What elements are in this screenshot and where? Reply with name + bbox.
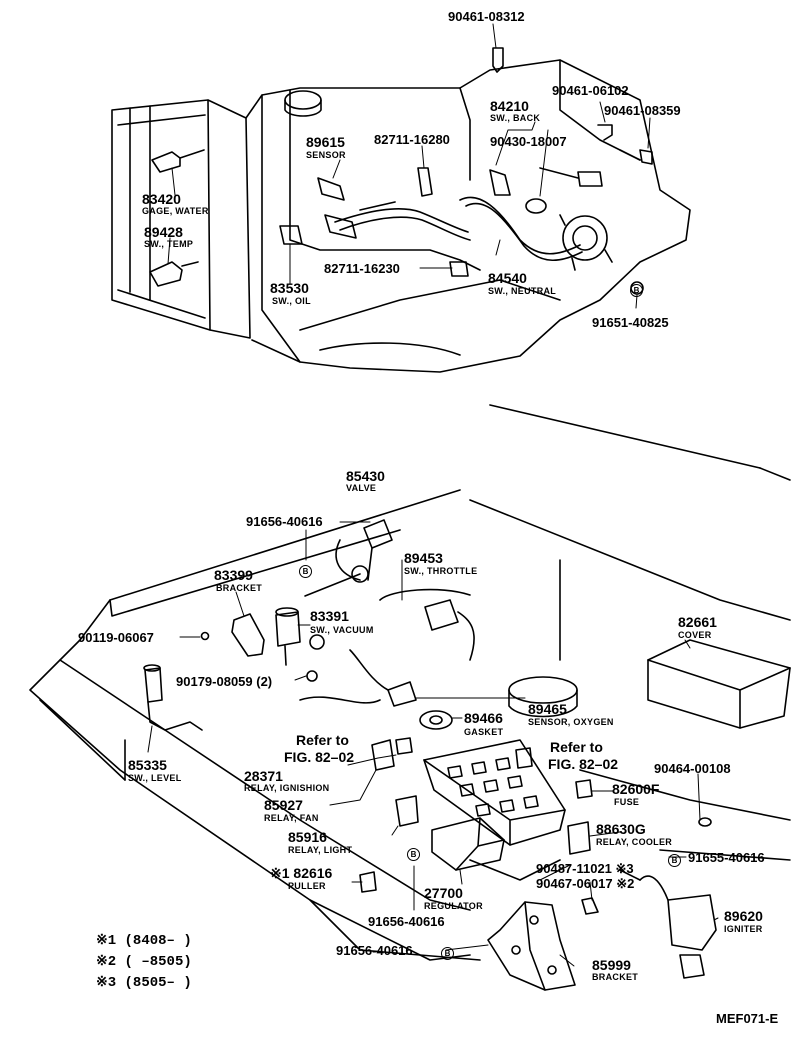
label-90179-08059: 90179-08059 (2) (176, 674, 273, 689)
label-89620: 89620 (724, 908, 763, 924)
label-83530: 83530 (270, 280, 309, 296)
name-82616: PULLER (288, 881, 326, 891)
label-90119-06067: 90119-06067 (78, 630, 154, 645)
legend-note-3: ※3 (8505– ) (96, 975, 192, 991)
label-91656-40616-c: 91656-40616 (336, 943, 413, 958)
label-84210: 84210 (490, 98, 529, 114)
label-83391: 83391 (310, 608, 349, 624)
label-90464-00108: 90464-00108 (654, 761, 731, 776)
name-85927: RELAY, FAN (264, 813, 319, 823)
name-89620: IGNITER (724, 924, 763, 934)
name-85916: RELAY, LIGHT (288, 845, 353, 855)
refer-to-a-line2: FIG. 82–02 (284, 749, 355, 765)
label-90467-06017: 90467-06017 ※2 (536, 876, 635, 891)
label-90461-06102: 90461-06102 (552, 83, 629, 98)
label-83420: 83420 (142, 191, 181, 207)
label-83399: 83399 (214, 567, 253, 583)
label-85999: 85999 (592, 957, 631, 973)
circle-b-mark: B (407, 845, 420, 861)
legend-note-1: ※1 (8408– ) (96, 933, 192, 949)
leader-lines-top (167, 23, 651, 309)
label-89465: 89465 (528, 701, 567, 717)
name-85430: VALVE (346, 483, 377, 493)
label-91656-40616-b: 91656-40616 (368, 914, 445, 929)
label-89466: 89466 (464, 710, 503, 726)
circle-b-text: B (407, 848, 420, 861)
label-89615: 89615 (306, 134, 345, 150)
label-90487-11021: 90487-11021 ※3 (536, 861, 634, 876)
label-90461-08359: 90461-08359 (604, 103, 681, 118)
name-85335: SW., LEVEL (128, 773, 182, 783)
label-85916: 85916 (288, 829, 327, 845)
circle-b-mark: B (668, 851, 681, 867)
label-88630G: 88630G (596, 821, 646, 837)
name-89465: SENSOR, OXYGEN (528, 717, 614, 727)
label-27700: 27700 (424, 885, 463, 901)
name-85999: BRACKET (592, 972, 639, 982)
circle-b-text: B (441, 947, 454, 960)
label-82711-16230: 82711-16230 (324, 261, 400, 276)
label-82616: ※1 82616 (270, 865, 333, 881)
refer-to-b-line2: FIG. 82–02 (548, 756, 619, 772)
label-28371: 28371 (244, 768, 283, 784)
name-83530: SW., OIL (272, 296, 311, 306)
label-90461-08312: 90461-08312 (448, 9, 525, 24)
label-85335: 85335 (128, 757, 167, 773)
name-88630G: RELAY, COOLER (596, 837, 673, 847)
label-89453: 89453 (404, 550, 443, 566)
circle-b-text: B (299, 565, 312, 578)
name-83391: SW., VACUUM (310, 625, 374, 635)
label-89428: 89428 (144, 224, 183, 240)
label-91656-40616-a: 91656-40616 (246, 514, 323, 529)
label-91651-40825: 91651-40825 (592, 315, 669, 330)
label-85430: 85430 (346, 468, 385, 484)
name-89466: GASKET (464, 727, 504, 737)
label-84540: 84540 (488, 270, 527, 286)
diagram-code: MEF071-E (716, 1011, 779, 1026)
name-84540: SW., NEUTRAL (488, 286, 557, 296)
name-83399: BRACKET (216, 583, 263, 593)
name-83420: GAGE, WATER (142, 206, 209, 216)
circle-b-mark: B (441, 944, 454, 960)
engine-bay-drawing (29, 404, 791, 991)
refer-to-b-line1: Refer to (550, 739, 603, 755)
legend-note-2: ※2 ( –8505) (96, 954, 192, 970)
engine-block-drawing (111, 47, 691, 373)
circle-b-text: B (630, 284, 643, 297)
label-90430-18007: 90430-18007 (490, 134, 567, 149)
circle-b-mark: B (299, 562, 312, 578)
label-82600F: 82600F (612, 781, 660, 797)
circle-b-text: B (668, 854, 681, 867)
label-91655-40616: 91655-40616 (688, 850, 765, 865)
leader-lines-bottom (147, 521, 719, 967)
label-85927: 85927 (264, 797, 303, 813)
circle-b-mark: B (630, 281, 643, 297)
label-82661: 82661 (678, 614, 717, 630)
name-27700: REGULATOR (424, 901, 483, 911)
name-89615: SENSOR (306, 150, 346, 160)
name-89428: SW., TEMP (144, 239, 194, 249)
name-28371: RELAY, IGNISHION (244, 783, 330, 793)
name-84210: SW., BACK (490, 113, 541, 123)
name-82600F: FUSE (614, 797, 640, 807)
name-82661: COVER (678, 630, 712, 640)
name-89453: SW., THROTTLE (404, 566, 478, 576)
label-82711-16280: 82711-16280 (374, 132, 450, 147)
refer-to-a-line1: Refer to (296, 732, 349, 748)
